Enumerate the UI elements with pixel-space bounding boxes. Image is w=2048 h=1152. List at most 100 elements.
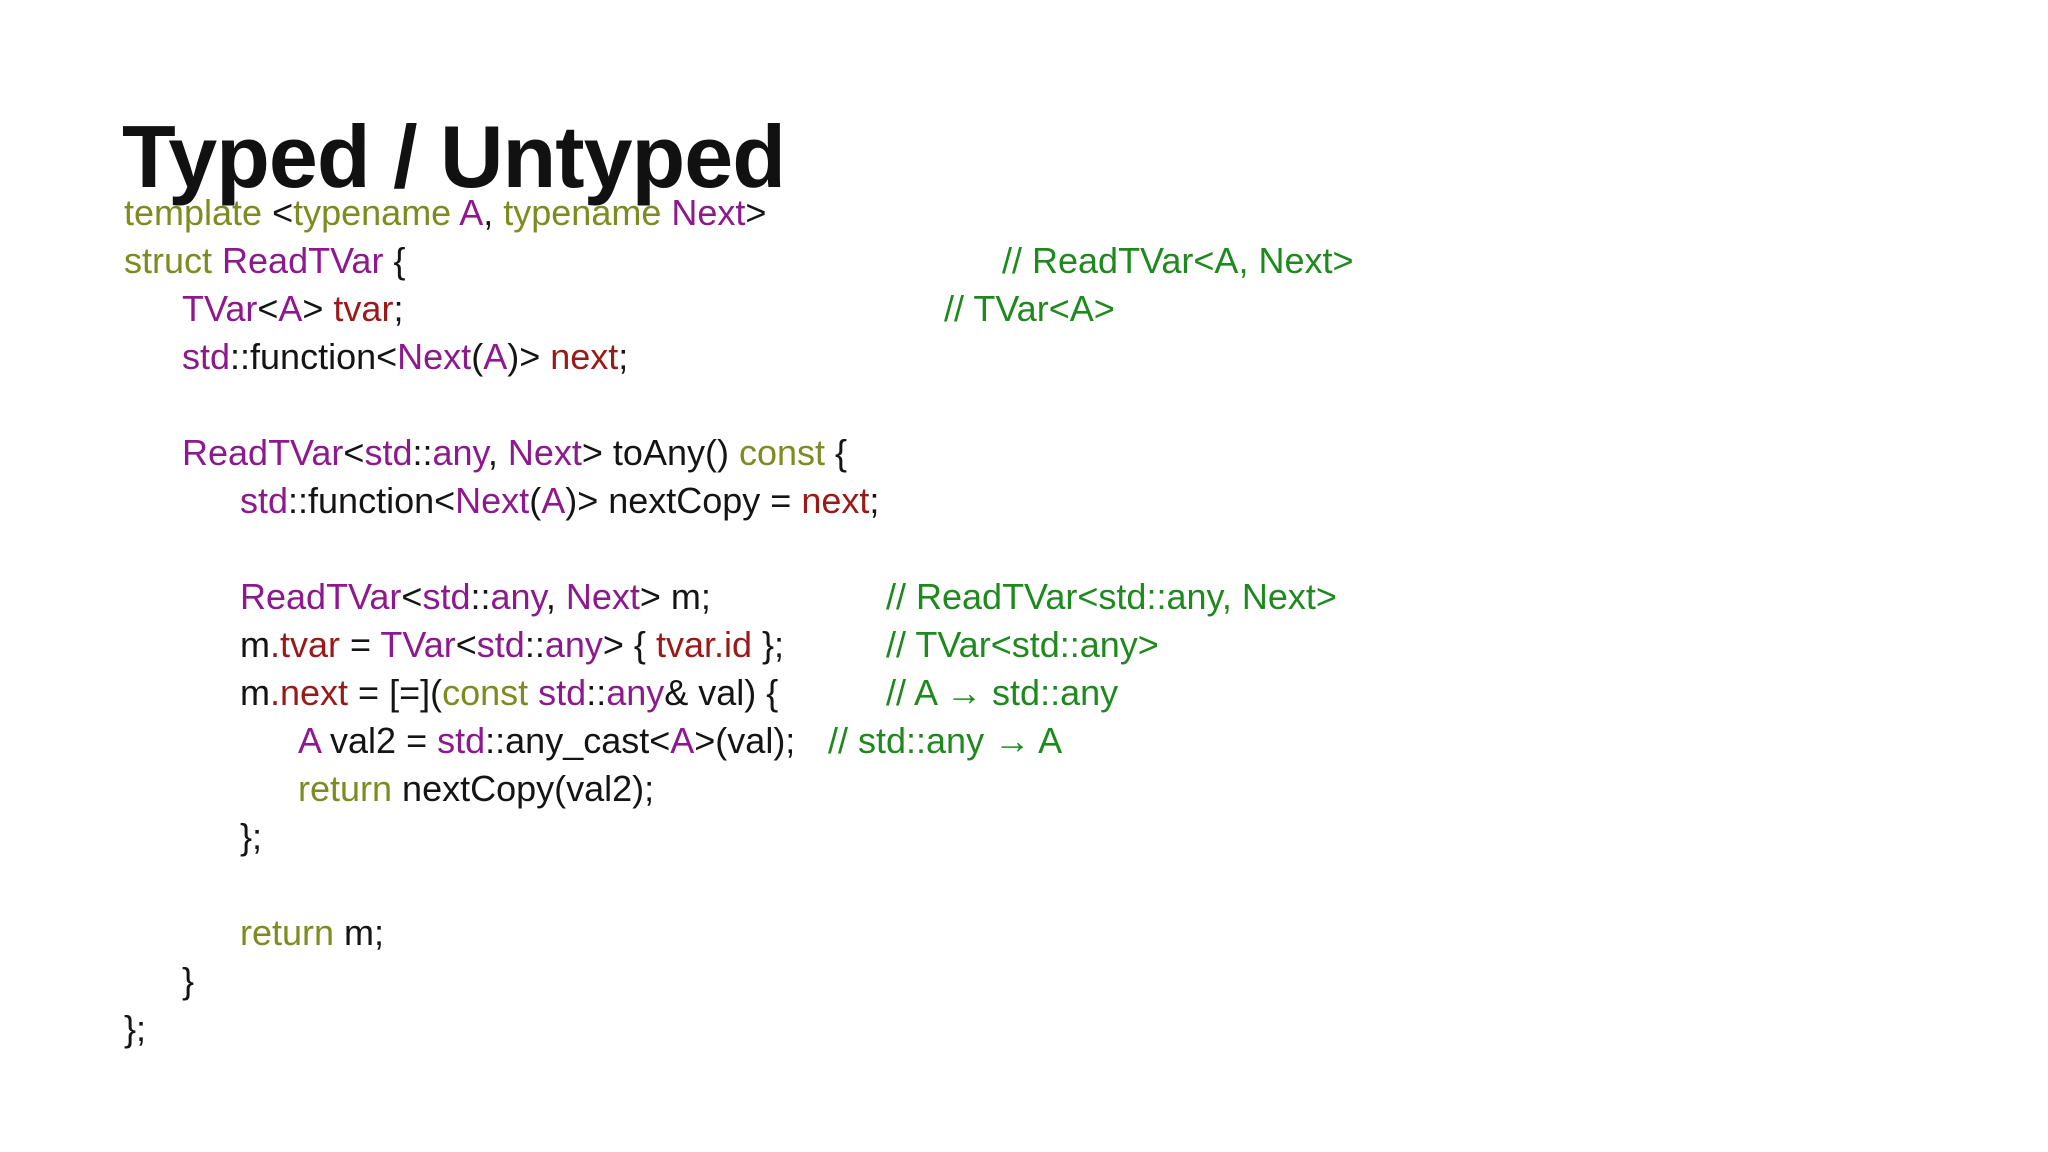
code-token-type: Next	[397, 336, 472, 377]
code-token-keyword: typename	[503, 192, 662, 233]
code-token-plain: =	[340, 624, 381, 665]
code-token-plain: ,	[483, 192, 504, 233]
code-comment: // TVar<A>	[944, 288, 1115, 329]
code-token-type: A	[298, 720, 321, 761]
code-token-plain: > m;	[639, 576, 711, 617]
code-token-type: std	[538, 672, 587, 713]
code-token-plain: ::	[586, 672, 607, 713]
code-token-keyword: typename	[293, 192, 452, 233]
code-token-keyword: const	[442, 672, 529, 713]
code-token-type: any	[490, 576, 546, 617]
code-token-type: ReadTVar	[222, 240, 384, 281]
code-token-keyword: return	[240, 912, 335, 953]
code-token-plain: ::	[470, 576, 491, 617]
code-token-type: A	[483, 336, 508, 377]
code-line	[124, 525, 879, 573]
code-token-plain: >(val);	[694, 720, 796, 761]
code-token-keyword: template	[124, 192, 263, 233]
code-token-plain: {	[825, 432, 848, 473]
code-line: std::function<Next(A)> nextCopy = next;	[124, 477, 879, 525]
code-token-plain: {	[383, 240, 406, 281]
code-line: };	[124, 813, 879, 861]
code-token-plain: <	[455, 624, 477, 665]
code-token-type: any	[606, 672, 665, 713]
code-token-type: A	[278, 288, 303, 329]
code-line	[124, 381, 879, 429]
code-line: template <typename A, typename Next>	[124, 189, 879, 237]
code-token-plain: & val) {	[664, 672, 779, 713]
code-token-plain: (	[529, 480, 542, 521]
code-token-variable: next	[550, 336, 619, 377]
code-token-plain: val2 =	[320, 720, 438, 761]
code-line: m.tvar = TVar<std::any> { tvar.id }; // T…	[124, 621, 1159, 669]
code-token-plain: m;	[334, 912, 385, 953]
code-comment: // std::any → A	[828, 720, 1063, 761]
page-title: Typed / Untyped	[122, 106, 786, 206]
code-token-variable: .tvar	[270, 624, 341, 665]
code-token-plain: <	[401, 576, 423, 617]
code-token-plain: m	[240, 624, 270, 665]
code-token-plain	[661, 192, 671, 233]
code-line: m.next = [=](const std::any& val) { // A …	[124, 669, 1118, 717]
code-token-plain: <	[257, 288, 279, 329]
code-token-type: std	[240, 480, 289, 521]
code-token-type: A	[459, 192, 484, 233]
code-token-plain: (	[471, 336, 484, 377]
code-token-variable: .next	[270, 672, 349, 713]
code-token-type: Next	[565, 576, 640, 617]
code-token-type: any	[544, 624, 603, 665]
code-token-plain: };	[124, 1008, 147, 1049]
code-line: A val2 = std::any_cast<A>(val);// std::a…	[124, 717, 1062, 765]
code-line: TVar<A> tvar;// TVar<A>	[124, 285, 1115, 333]
code-line: return nextCopy(val2);	[124, 765, 879, 813]
code-token-type: any	[432, 432, 488, 473]
code-token-type: TVar	[380, 624, 456, 665]
code-token-plain: >	[302, 288, 334, 329]
code-token-type: std	[364, 432, 413, 473]
code-line: }	[124, 957, 879, 1005]
code-token-plain: ::function<	[230, 336, 398, 377]
code-token-plain: = [=](	[348, 672, 443, 713]
code-token-plain: ::function<	[288, 480, 456, 521]
code-token-plain: ::	[524, 624, 545, 665]
code-line: ReadTVar<std::any, Next> toAny() const {	[124, 429, 879, 477]
code-token-plain: };	[751, 624, 785, 665]
code-line: };	[124, 1005, 879, 1053]
code-token-type: std	[437, 720, 486, 761]
code-line: ReadTVar<std::any, Next> m;// ReadTVar<s…	[124, 573, 1337, 621]
code-comment: // ReadTVar<std::any, Next>	[886, 576, 1337, 617]
code-line: return m;	[124, 909, 879, 957]
code-token-keyword: return	[298, 768, 393, 809]
code-token-type: std	[182, 336, 231, 377]
code-token-type: Next	[455, 480, 530, 521]
code-token-variable: next	[801, 480, 870, 521]
code-token-plain: > toAny()	[581, 432, 739, 473]
code-token-plain	[212, 240, 222, 281]
code-token-type: TVar	[182, 288, 258, 329]
code-token-keyword: struct	[124, 240, 213, 281]
code-block: template <typename A, typename Next>stru…	[124, 189, 1354, 1053]
code-token-plain: ::any_cast<	[485, 720, 671, 761]
code-token-keyword: const	[738, 432, 826, 473]
code-token-type: std	[476, 624, 525, 665]
code-token-plain: m	[240, 672, 270, 713]
code-token-variable: tvar	[333, 288, 394, 329]
code-token-plain: ::	[412, 432, 433, 473]
code-comment: // A → std::any	[886, 672, 1119, 713]
code-token-plain: ;	[869, 480, 880, 521]
code-token-type: A	[670, 720, 695, 761]
code-token-plain: )>	[507, 336, 551, 377]
code-token-plain	[528, 672, 538, 713]
code-token-plain: }	[182, 960, 195, 1001]
code-token-plain: nextCopy(val2);	[392, 768, 655, 809]
code-comment: // TVar<std::any>	[886, 624, 1159, 665]
code-token-plain: > {	[602, 624, 656, 665]
code-token-variable: tvar.id	[655, 624, 752, 665]
code-token-type: ReadTVar	[182, 432, 344, 473]
code-token-plain: ,	[545, 576, 566, 617]
code-token-type: Next	[671, 192, 746, 233]
code-comment: // ReadTVar<A, Next>	[1002, 240, 1354, 281]
code-token-plain: <	[262, 192, 294, 233]
code-token-type: std	[422, 576, 471, 617]
